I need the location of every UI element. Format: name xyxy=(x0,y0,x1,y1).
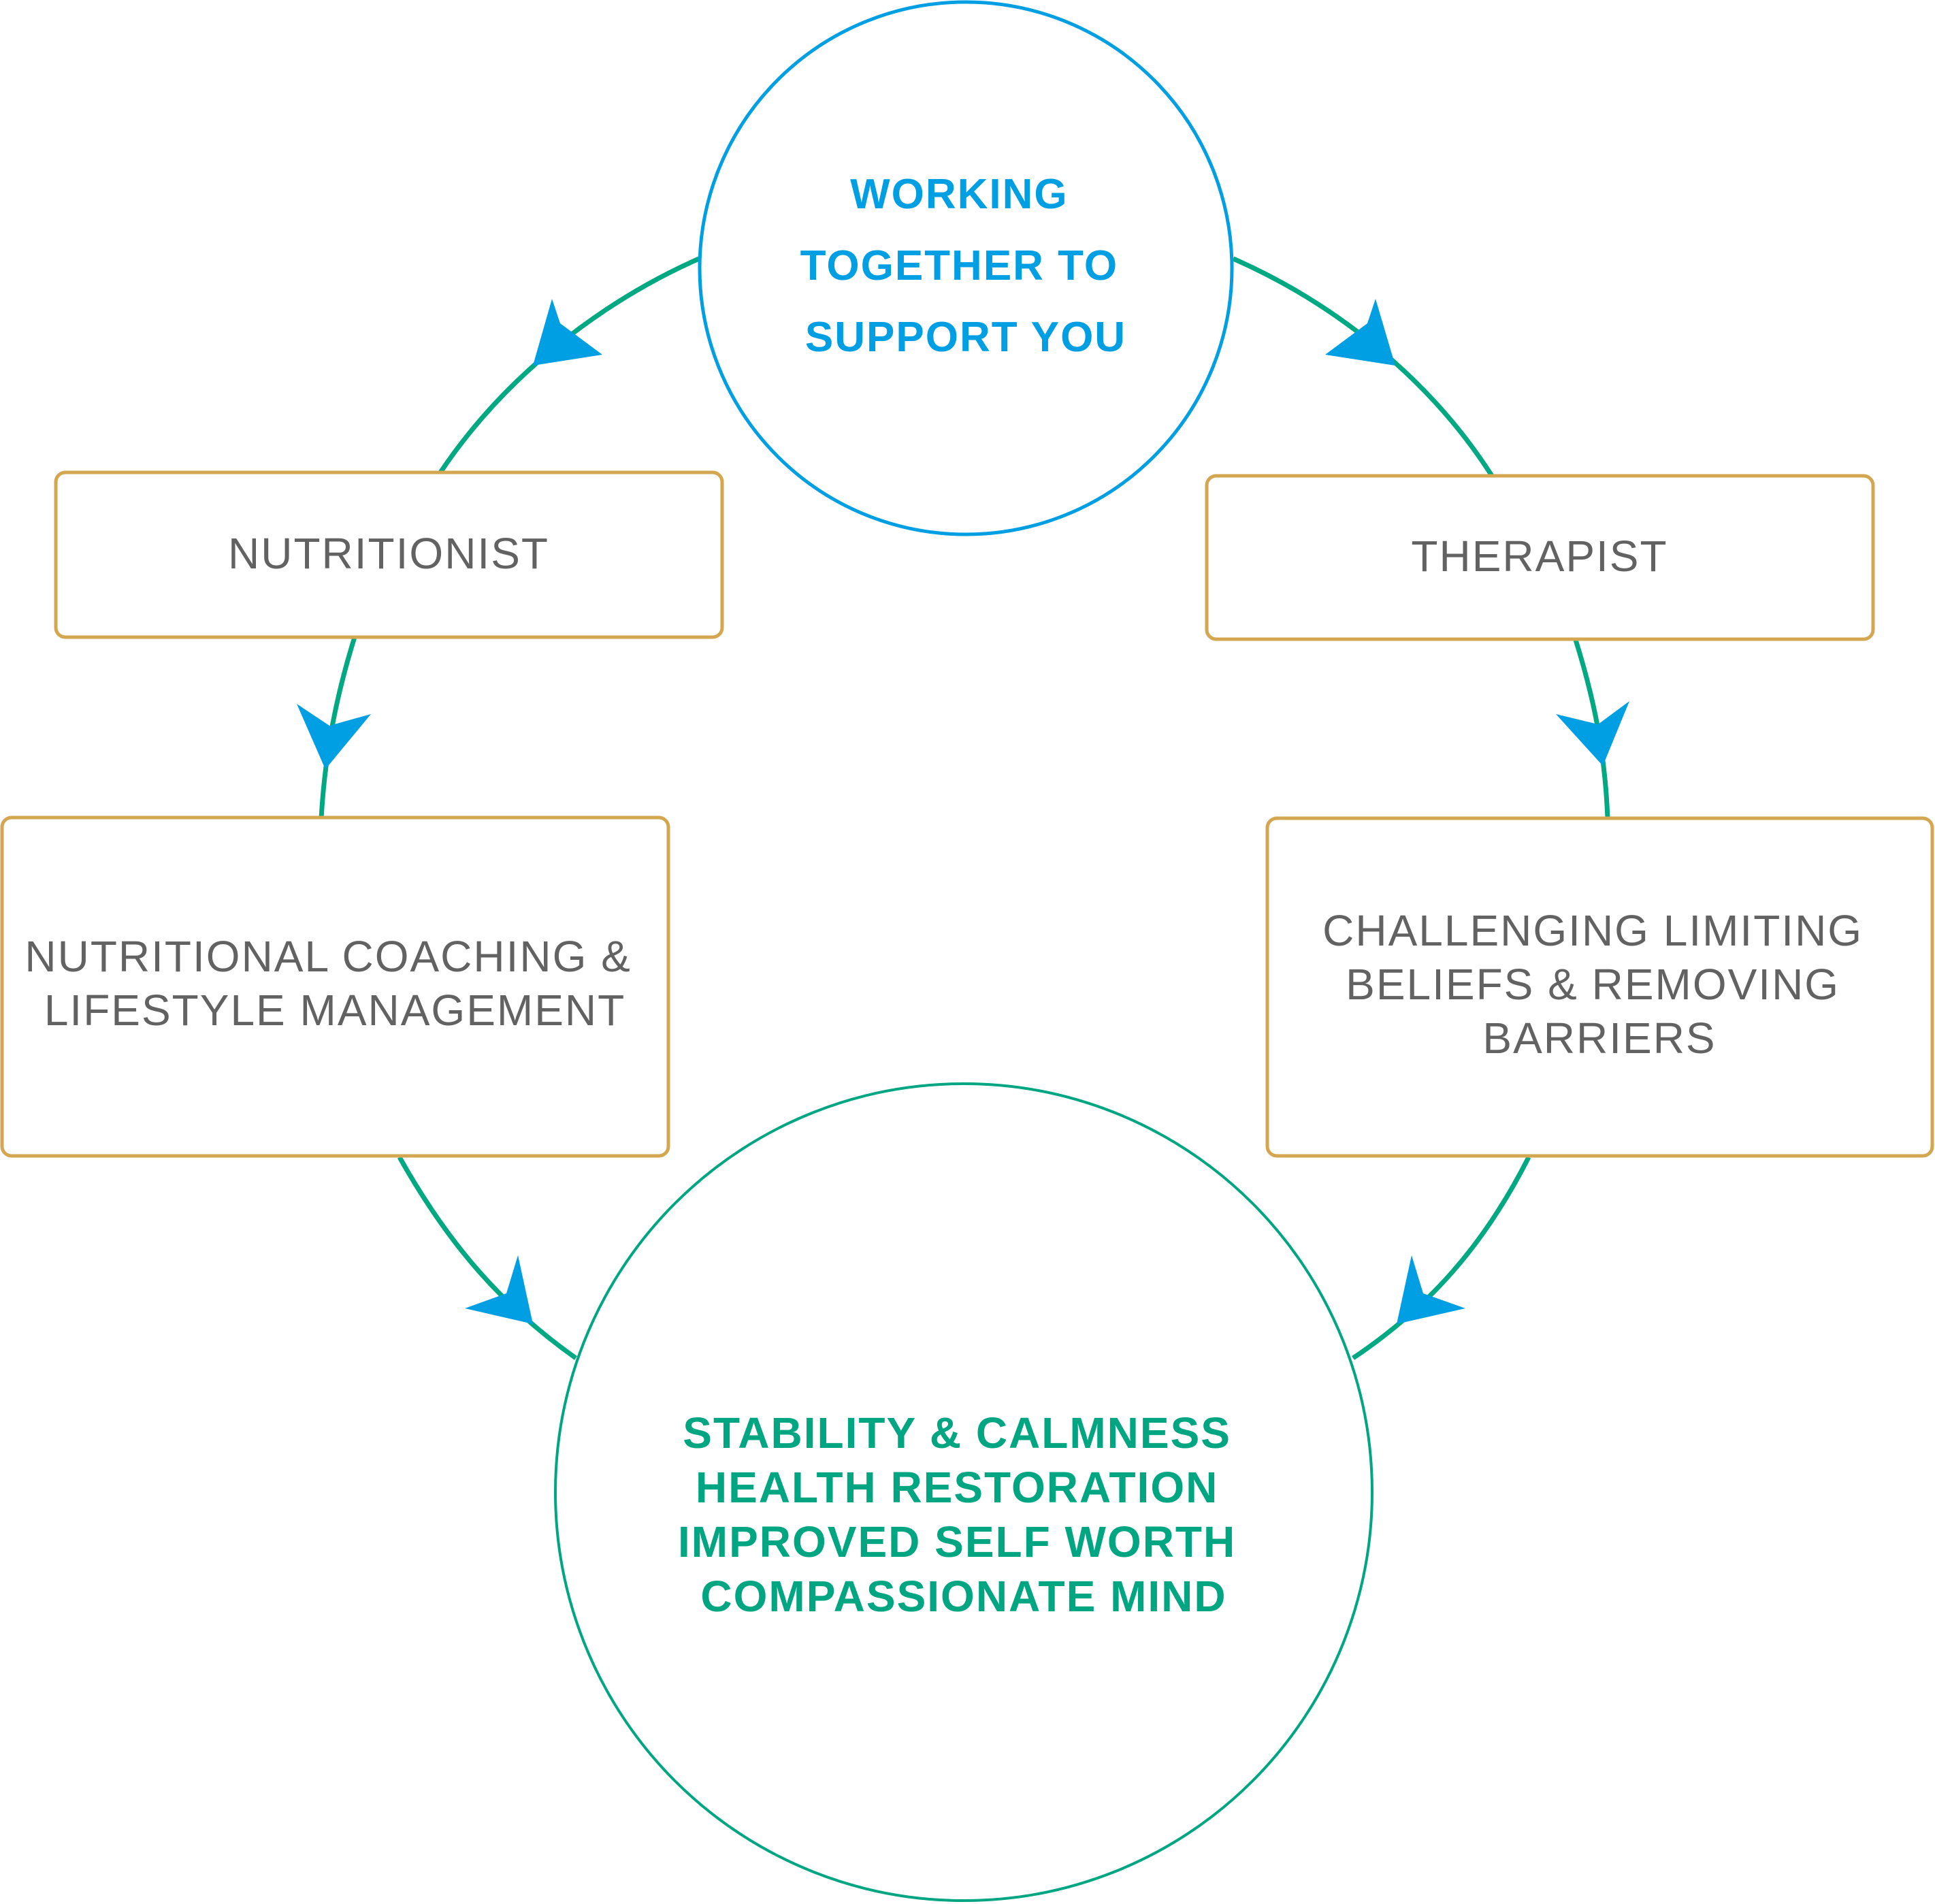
challenging-beliefs-label-line: CHALLENGING LIMITING xyxy=(1322,906,1863,955)
challenging-beliefs-box xyxy=(1265,816,1934,1158)
hub-circle xyxy=(698,0,1234,536)
outcome-label-line: IMPROVED SELF WORTH xyxy=(678,1517,1236,1566)
connector-hub-to-therapist xyxy=(1232,256,1494,477)
connector-coaching-to-outcome xyxy=(397,1156,578,1360)
connector-nutritionist-to-coaching xyxy=(319,636,357,819)
hub-label-line: SUPPORT YOU xyxy=(805,314,1126,361)
therapist-box xyxy=(1205,474,1875,641)
arrow-head-icon xyxy=(1556,701,1629,766)
outcome-node: STABILITY & CALMNESS HEALTH RESTORATION … xyxy=(554,1082,1373,1902)
therapist-label-line: THERAPIST xyxy=(1411,532,1668,581)
nutritional-coaching-label-line: NUTRITIONAL COACHING & xyxy=(25,932,631,981)
arrow-head-icon xyxy=(465,1255,533,1324)
arrow-head-icon xyxy=(297,704,371,769)
outcome-label: STABILITY & CALMNESS HEALTH RESTORATION … xyxy=(678,1408,1250,1621)
outcome-label-line: HEALTH RESTORATION xyxy=(696,1463,1218,1512)
hub-label: WORKING TOGETHER TO SUPPORT YOU xyxy=(800,171,1132,361)
outcome-label-line: STABILITY & CALMNESS xyxy=(683,1408,1231,1457)
nutritional-coaching-label: NUTRITIONAL COACHING & LIFESTYLE MANAGEM… xyxy=(25,932,645,1035)
arrow-head-icon xyxy=(1325,299,1395,366)
hub-node: WORKING TOGETHER TO SUPPORT YOU xyxy=(698,0,1234,536)
challenging-beliefs-label-line: BELIEFS & REMOVING xyxy=(1346,960,1840,1009)
nutritional-coaching-box xyxy=(0,816,670,1158)
nutritionist-box xyxy=(54,470,724,639)
challenging-beliefs-label-line: BARRIERS xyxy=(1482,1014,1716,1063)
outcome-label-line: COMPASSIONATE MIND xyxy=(700,1572,1226,1621)
connector-challenging-to-outcome xyxy=(1352,1156,1531,1360)
therapist-node: THERAPIST xyxy=(1205,474,1875,641)
arrow-head-icon xyxy=(533,299,602,366)
therapist-label: THERAPIST xyxy=(1411,532,1668,581)
arrow-head-icon xyxy=(1397,1255,1465,1324)
nutritionist-label: NUTRITIONIST xyxy=(228,529,549,578)
hub-label-line: WORKING xyxy=(850,171,1069,218)
connector-hub-to-nutritionist xyxy=(438,256,700,474)
nutritional-coaching-label-line: LIFESTYLE MANAGEMENT xyxy=(44,986,625,1035)
nutritional-coaching-node: NUTRITIONAL COACHING & LIFESTYLE MANAGEM… xyxy=(0,816,670,1158)
connector-therapist-to-challenging xyxy=(1573,639,1610,819)
hub-label-line: TOGETHER TO xyxy=(800,242,1119,289)
challenging-beliefs-label: CHALLENGING LIMITING BELIEFS & REMOVING … xyxy=(1322,906,1876,1063)
outcome-circle xyxy=(554,1082,1373,1902)
nutritionist-node: NUTRITIONIST xyxy=(54,470,724,639)
nutritionist-label-line: NUTRITIONIST xyxy=(228,529,549,578)
challenging-beliefs-node: CHALLENGING LIMITING BELIEFS & REMOVING … xyxy=(1265,816,1934,1158)
